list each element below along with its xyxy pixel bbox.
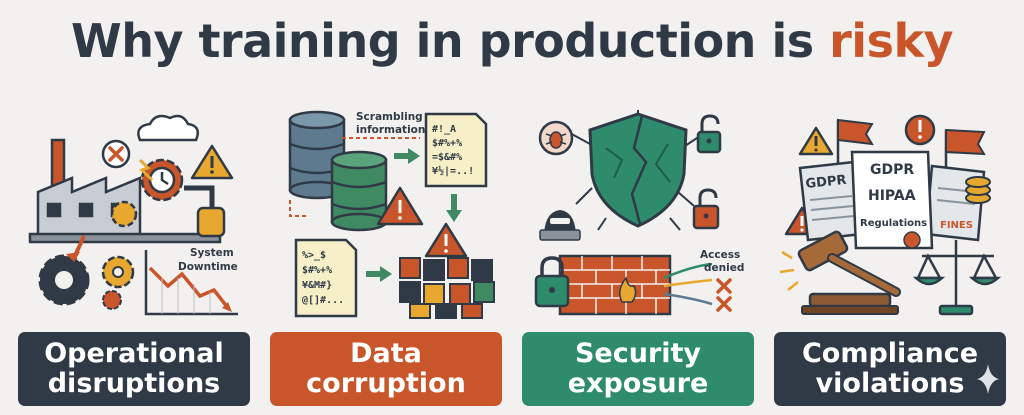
document-icon [424,112,488,188]
coins-icon [965,176,991,204]
label-line1: Data [350,338,422,369]
code-a4: ¥½|=..! [432,165,474,177]
security-illustration: Access denied [522,108,762,320]
label-line2: corruption [306,368,466,399]
flag-icon [836,118,874,166]
data-corruption-illustration: Scrambling information #!_A $#%+% =$&#% … [270,108,510,320]
code-b2: $#%+% [302,265,332,276]
page-title: Why training in production is risky [0,14,1024,68]
doc-fines: FINES [940,220,973,231]
doc-gdpr-2: GDPR [870,162,914,178]
downtime-label-line1: System [190,247,234,259]
sparkle-icon [977,364,999,394]
bug-icon [538,120,574,156]
code-a2: $#%+% [432,138,462,149]
gear-icon [38,200,138,310]
error-icon [101,139,131,169]
document-icon [294,238,358,318]
label-security-exposure: Security exposure [522,332,754,406]
operational-illustration: System Downtime [22,108,262,320]
doc-regulations: Regulations [860,218,927,229]
scramble-label-line2: information [356,124,425,136]
open-lock-icon [692,188,720,230]
label-compliance-violations: Compliance violations [774,332,1006,406]
code-a3: =$&#% [432,152,462,163]
gavel-icon [797,230,901,315]
gear-icon [140,158,184,202]
access-label-line1: Access [700,249,740,261]
downtrend-chart-icon [144,250,238,316]
warning-icon [798,126,834,156]
cracked-shield-icon [588,112,688,228]
code-a1: #!_A [432,124,456,135]
hacker-icon [539,210,581,241]
firewall-icon [558,254,672,316]
label-line1: Security [574,338,702,369]
code-b1: %>_$ [302,250,326,261]
database-icon [330,150,388,232]
label-line2: violations [815,368,965,399]
title-main: Why training in production is [70,14,830,68]
flag-icon [944,128,986,180]
label-line1: Compliance [801,338,979,369]
doc-gdpr-1: GDPR [805,173,847,192]
label-data-corruption: Data corruption [270,332,502,406]
warning-icon [424,222,468,258]
doc-hipaa: HIPAA [868,188,916,204]
lock-icon [534,256,570,308]
code-b3: ¥&M#} [302,280,332,291]
warning-icon [190,144,234,180]
access-label-line2: denied [704,262,744,274]
label-line2: exposure [567,368,709,399]
scramble-label-line1: Scrambling [356,111,423,123]
broken-grid-icon [399,257,495,319]
label-line2: disruptions [47,368,221,399]
title-accent: risky [829,14,954,68]
label-line1: Operational [44,338,224,369]
scales-icon [912,240,1002,316]
compliance-illustration: GDPR FINES GDPR HIPAA Regulations [772,108,1012,320]
warning-icon [376,186,424,226]
open-lock-icon [696,114,722,154]
downtime-label-line2: Downtime [178,261,238,273]
label-operational-disruptions: Operational disruptions [18,332,250,406]
code-b4: @[]#... [302,295,344,306]
